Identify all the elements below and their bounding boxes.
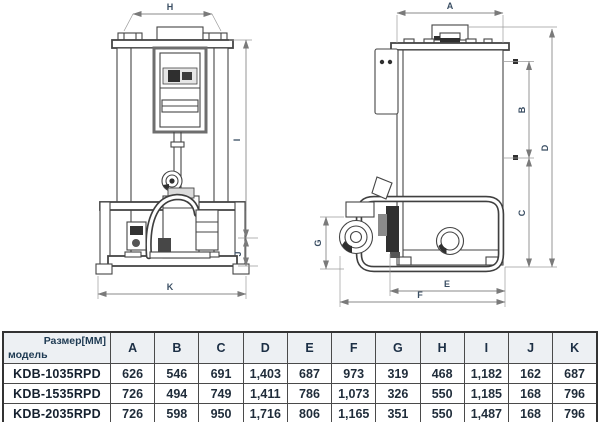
model-cell: KDB-1535RPD [2, 383, 111, 404]
value-cell: 1,073 [331, 383, 377, 404]
value-cell: 796 [552, 383, 598, 404]
value-cell: 1,716 [242, 403, 288, 422]
value-cell: 1,411 [242, 383, 288, 404]
dim-g: G [313, 216, 344, 270]
value-cell: 626 [109, 363, 156, 384]
value-cell: 749 [198, 383, 244, 404]
value-cell: 1,185 [463, 383, 509, 404]
column-header-e: E [286, 331, 333, 364]
value-cell: 726 [109, 383, 156, 404]
boiler-drawings-svg: H I J [95, 1, 557, 307]
control-button-icon [387, 59, 393, 65]
dim-label-d: D [540, 144, 550, 151]
front-view-drawing: H I J [95, 2, 258, 299]
dimension-table: Размер[MM] модель A B C D E F G H I J K … [2, 331, 598, 422]
table-row: KDB-2035RPD 726 598 950 1,716 806 1,165 … [2, 403, 598, 422]
value-cell: 351 [375, 403, 421, 422]
value-cell: 806 [286, 403, 333, 422]
dim-label-b: B [517, 106, 527, 113]
dim-label-f: F [417, 290, 423, 300]
column-header-f: F [331, 331, 377, 364]
column-header-d: D [242, 331, 288, 364]
value-cell: 1,487 [463, 403, 509, 422]
value-cell: 1,182 [463, 363, 509, 384]
table-corner-cell: Размер[MM] модель [2, 331, 111, 364]
dim-h: H [123, 2, 222, 32]
front-top-cap [156, 26, 204, 41]
column-header-h: H [419, 331, 465, 364]
column-header-c: C [198, 331, 244, 364]
table-row: KDB-1535RPD 726 494 749 1,411 786 1,073 … [2, 383, 598, 404]
value-cell: 1,403 [242, 363, 288, 384]
value-cell: 1,165 [331, 403, 377, 422]
front-control-recess [152, 46, 208, 134]
value-cell: 598 [154, 403, 200, 422]
model-cell: KDB-1035RPD [2, 363, 111, 384]
column-header-k: K [552, 331, 598, 364]
value-cell: 973 [331, 363, 377, 384]
value-cell: 691 [198, 363, 244, 384]
corner-model-label: модель [8, 349, 48, 361]
burner-nozzle [371, 176, 393, 200]
dim-f: F [339, 256, 506, 307]
value-cell: 550 [419, 383, 465, 404]
side-flange [435, 226, 465, 256]
value-cell: 726 [109, 403, 156, 422]
model-cell: KDB-2035RPD [2, 403, 111, 422]
side-view-drawing: A B C [313, 1, 557, 307]
dim-j: J [233, 237, 258, 267]
dim-label-g: G [313, 239, 323, 246]
table-row: KDB-1035RPD 626 546 691 1,403 687 973 31… [2, 363, 598, 384]
value-cell: 168 [507, 383, 554, 404]
dim-c: C [517, 157, 532, 268]
value-cell: 786 [286, 383, 333, 404]
value-cell: 162 [507, 363, 554, 384]
technical-drawings: H I J [95, 1, 557, 307]
value-cell: 494 [154, 383, 200, 404]
side-control-box [374, 48, 399, 115]
value-cell: 168 [507, 403, 554, 422]
dim-label-h: H [167, 2, 174, 12]
side-burner [338, 176, 400, 258]
front-burner-assembly [126, 187, 219, 260]
value-cell: 687 [552, 363, 598, 384]
control-button-icon [379, 59, 385, 65]
value-cell: 319 [375, 363, 421, 384]
front-valve [161, 170, 183, 192]
column-header-j: J [507, 331, 554, 364]
dim-a: A [396, 1, 504, 43]
table-header-row: Размер[MM] модель A B C D E F G H I J K [2, 331, 598, 364]
column-header-a: A [109, 331, 156, 364]
dim-i: I [229, 39, 252, 239]
dim-label-c: C [517, 209, 527, 216]
side-top-plate [390, 38, 510, 51]
dim-label-a: A [447, 1, 454, 11]
corner-size-label: Размер[MM] [43, 335, 106, 347]
column-header-g: G [375, 331, 421, 364]
column-header-b: B [154, 331, 200, 364]
value-cell: 546 [154, 363, 200, 384]
value-cell: 550 [419, 403, 465, 422]
value-cell: 687 [286, 363, 333, 384]
value-cell: 468 [419, 363, 465, 384]
value-cell: 796 [552, 403, 598, 422]
dim-label-j: J [233, 251, 243, 256]
value-cell: 950 [198, 403, 244, 422]
dim-b: B [503, 59, 534, 160]
dim-d: D [505, 28, 557, 268]
column-header-i: I [463, 331, 509, 364]
dim-label-i: I [232, 139, 242, 142]
value-cell: 326 [375, 383, 421, 404]
dim-k: K [97, 276, 247, 299]
dim-label-k: K [167, 282, 174, 292]
dim-label-e: E [444, 279, 450, 289]
